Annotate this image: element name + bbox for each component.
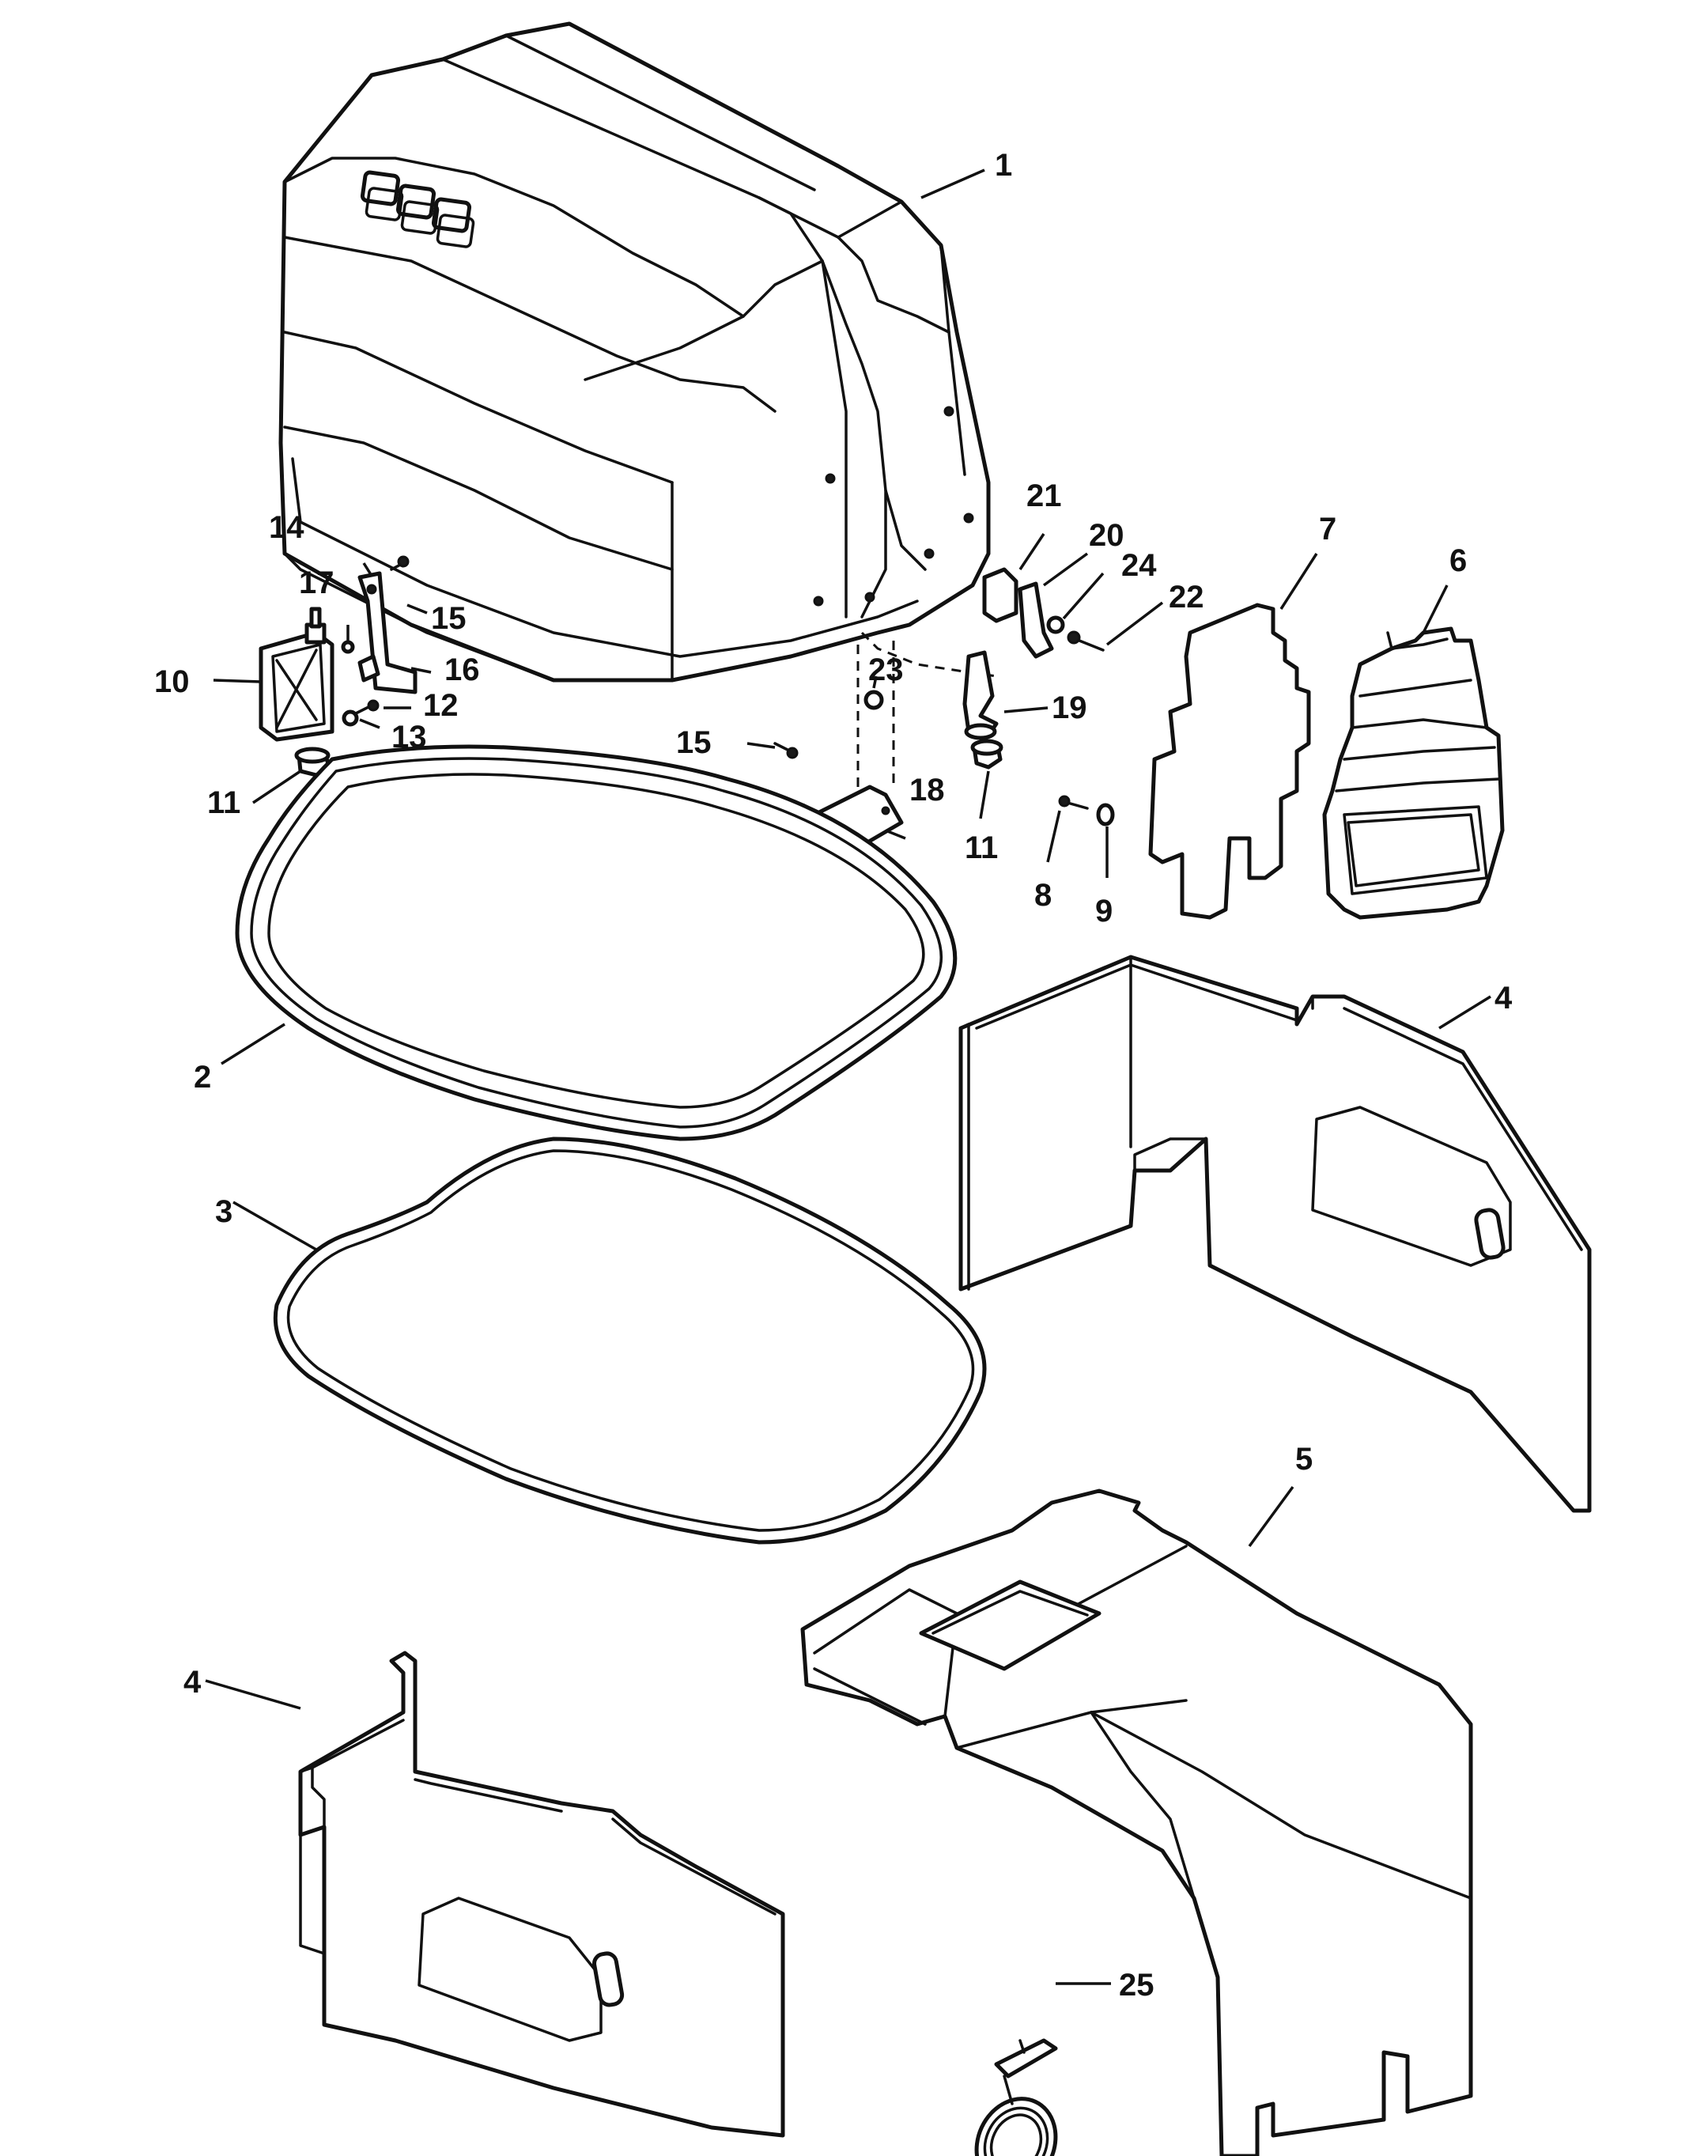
callout-16: 16 (444, 652, 480, 687)
callout-1: 1 (995, 148, 1012, 183)
callout-12: 12 (423, 688, 459, 723)
cowl-gasket-3 (273, 1137, 987, 1545)
air-intake-6 (1322, 626, 1505, 920)
callout-numbers: 1 14 15 17 10 16 12 13 11 21 20 24 22 23… (154, 148, 1513, 2003)
callout-15: 15 (431, 601, 467, 636)
callout-18: 18 (909, 773, 945, 808)
callout-24: 24 (1121, 548, 1157, 583)
callout-22: 22 (1169, 580, 1204, 615)
callout-25: 25 (1119, 1968, 1154, 2003)
callout-3: 3 (215, 1194, 232, 1229)
top-cowl (278, 21, 991, 683)
insulation-panel-7 (1148, 603, 1311, 920)
insulation-panel-5 (800, 1488, 1473, 2156)
leader-lines (205, 168, 1491, 1985)
callout-6: 6 (1449, 543, 1467, 578)
callout-21: 21 (1026, 478, 1062, 513)
callout-17: 17 (299, 565, 334, 600)
insulation-panel-4-left (298, 1651, 785, 2138)
callout-14: 14 (269, 510, 304, 545)
latch-assembly-right (773, 567, 1115, 853)
latch-assembly-left (259, 555, 418, 777)
callout-4-right: 4 (1494, 981, 1513, 1016)
callout-8: 8 (1034, 878, 1052, 913)
callout-11-left: 11 (207, 785, 240, 820)
callout-20: 20 (1089, 518, 1124, 553)
callout-13: 13 (391, 720, 427, 755)
callout-4-left: 4 (183, 1665, 202, 1700)
callout-7: 7 (1319, 512, 1336, 547)
callout-11-right: 11 (965, 830, 998, 865)
harness-coil-25 (974, 2038, 1058, 2156)
callout-15-right: 15 (676, 725, 712, 760)
callout-19: 19 (1052, 690, 1087, 725)
callout-23: 23 (868, 652, 904, 687)
insulation-panel-4-right (958, 955, 1592, 1513)
callout-10: 10 (154, 664, 190, 699)
callout-5: 5 (1295, 1442, 1313, 1477)
callout-9: 9 (1095, 894, 1113, 929)
callout-2: 2 (194, 1060, 211, 1095)
cowl-seal-2 (235, 744, 958, 1141)
